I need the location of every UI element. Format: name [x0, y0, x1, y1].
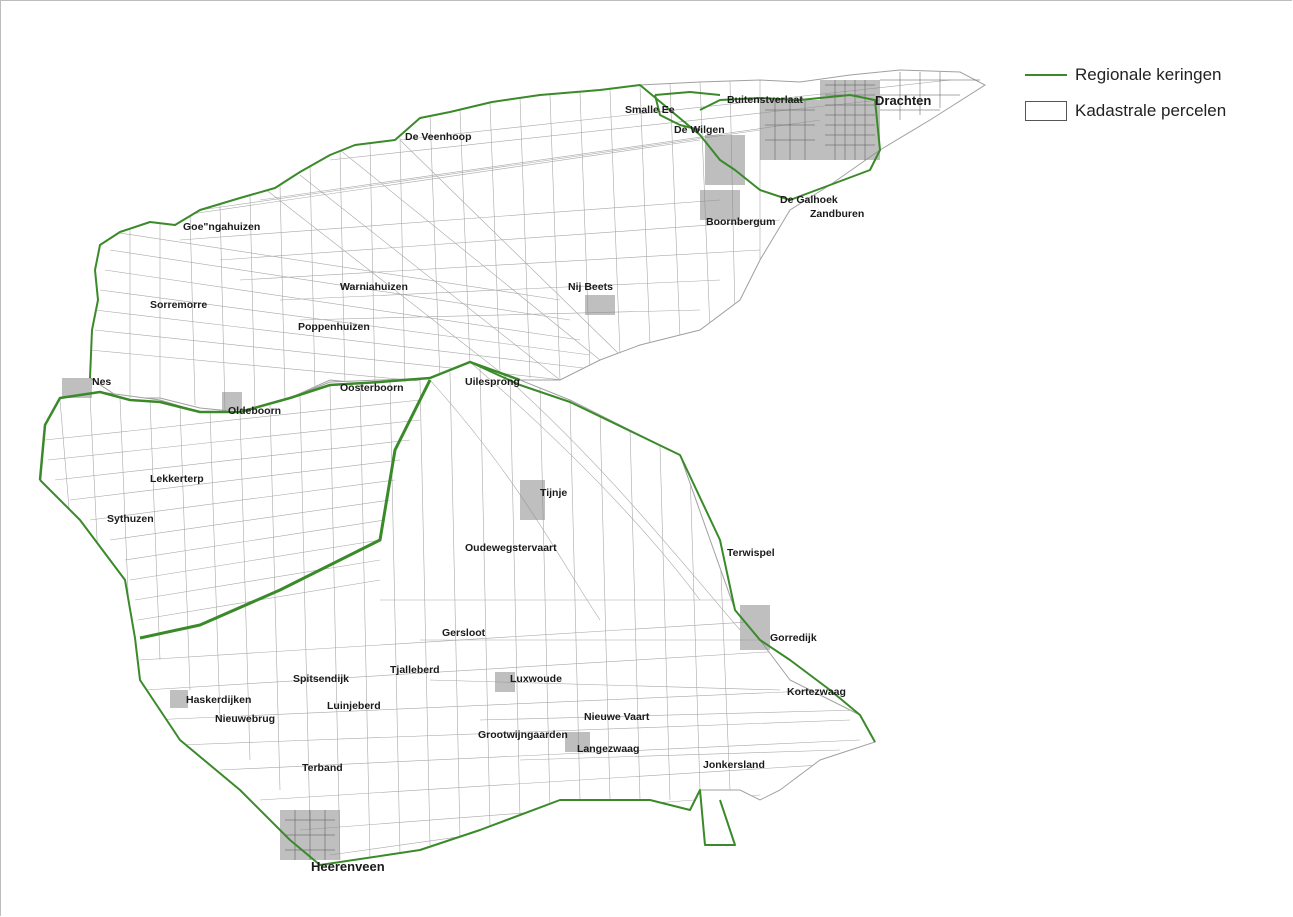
oldeboorn-dike — [38, 360, 521, 481]
white-box-icon — [1025, 101, 1067, 121]
legend-label-keringen: Regionale keringen — [1075, 65, 1222, 84]
label-nes: Nes — [92, 376, 111, 388]
label-luxwoude: Luxwoude — [510, 673, 562, 685]
south-dike-outer — [39, 479, 736, 866]
label-terband: Terband — [302, 762, 343, 774]
label-de-veenhoop: De Veenhoop — [405, 131, 472, 143]
label-de-galhoek: De Galhoek — [780, 194, 838, 206]
drachten-urban — [820, 80, 880, 160]
label-nieuwebrug: Nieuwebrug — [215, 713, 275, 725]
label-luinjeberd: Luinjeberd — [327, 700, 381, 712]
label-oosterboorn: Oosterboorn — [340, 382, 404, 394]
label-jonkersland: Jonkersland — [703, 759, 765, 771]
label-sythuzen: Sythuzen — [107, 513, 154, 525]
label-uilesprong: Uilesprong — [465, 376, 520, 388]
nes-urban — [62, 378, 92, 398]
boornbergum-urban — [700, 190, 740, 220]
langezwaag-urban — [565, 732, 590, 752]
oldeboorn-urban — [222, 392, 242, 410]
label-zandburen: Zandburen — [810, 208, 864, 220]
south-parcel-lines — [44, 362, 861, 861]
tijnje-urban — [520, 480, 545, 520]
label-boornbergum: Boornbergum — [706, 216, 775, 228]
label-buitenstverlaat: Buitenstverlaat — [727, 94, 803, 106]
label-poppenhuizen: Poppenhuizen — [298, 321, 370, 333]
legend-item-regionale-keringen: Regionale keringen — [1025, 60, 1226, 90]
label-tijnje: Tijnje — [540, 487, 567, 499]
place-labels: Drachten Buitenstverlaat Smalle Ee De Wi… — [92, 93, 931, 874]
label-drachten: Drachten — [875, 93, 931, 108]
label-haskerdijken: Haskerdijken — [186, 694, 251, 706]
legend-label-percelen: Kadastrale percelen — [1075, 101, 1227, 120]
label-grootwijngaarden: Grootwijngaarden — [478, 729, 568, 741]
label-kortezwaag: Kortezwaag — [787, 686, 846, 698]
label-spitsendijk: Spitsendijk — [293, 673, 349, 685]
urban-grid — [285, 72, 980, 860]
label-langezwaag: Langezwaag — [577, 743, 639, 755]
east-dike — [469, 361, 876, 743]
label-oldeboorn: Oldeboorn — [228, 405, 281, 417]
nij-beets-urban — [585, 295, 615, 315]
label-terwispel: Terwispel — [727, 547, 775, 559]
label-heerenveen: Heerenveen — [311, 859, 385, 874]
label-de-wilgen: De Wilgen — [674, 124, 725, 136]
label-smalle-ee: Smalle Ee — [625, 104, 675, 116]
label-sorremorre: Sorremorre — [150, 299, 207, 311]
diagonal-dike — [139, 379, 432, 640]
kadastrale-percelen-layer — [39, 69, 986, 866]
green-line-icon — [1025, 74, 1067, 76]
label-gersloot: Gersloot — [442, 627, 486, 639]
de-wilgen-urban — [705, 135, 745, 185]
label-lekkerterp: Lekkerterp — [150, 473, 204, 485]
label-oudewegstervaart: Oudewegstervaart — [465, 542, 557, 554]
haskerdijken-urban — [170, 690, 188, 708]
label-tjalleberd: Tjalleberd — [390, 664, 440, 676]
label-nieuwe-vaart: Nieuwe Vaart — [584, 711, 650, 723]
legend-item-kadastrale-percelen: Kadastrale percelen — [1025, 96, 1226, 126]
label-gorredijk: Gorredijk — [770, 632, 817, 644]
luxwoude-urban — [495, 672, 515, 692]
map-legend: Regionale keringen Kadastrale percelen — [1025, 60, 1226, 132]
label-nij-beets: Nij Beets — [568, 281, 613, 293]
north-dike-outer — [89, 84, 881, 379]
regionale-keringen-layer — [38, 84, 881, 866]
label-warniahuizen: Warniahuizen — [340, 281, 408, 293]
label-goengahuizen: Goe"ngahuizen — [183, 221, 260, 233]
smalle-ee-dike — [654, 91, 721, 131]
